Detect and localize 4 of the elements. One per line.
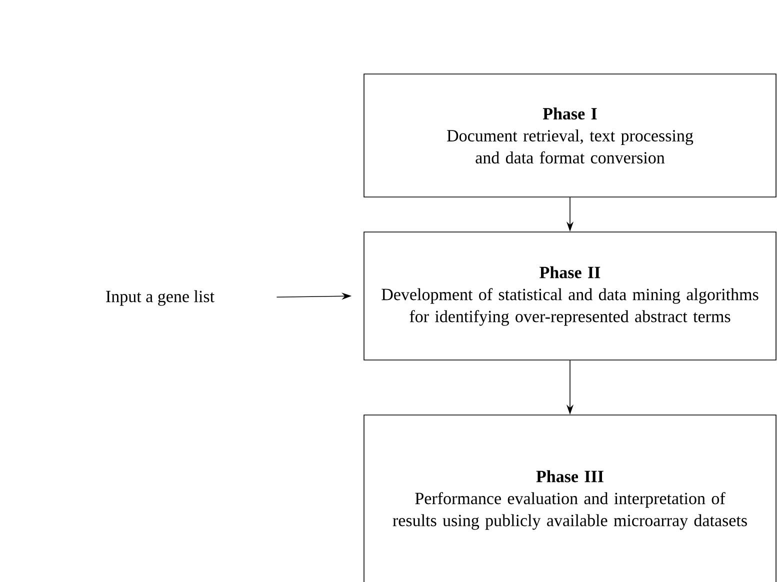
process-box: Phase III Performance evaluation and interpretation of results using publicly available microarray datasets bbox=[364, 414, 776, 582]
input-label: Input a gene list bbox=[106, 290, 214, 306]
process-box: Phase I Document retrieval, text processing and data format conversion bbox=[364, 74, 776, 198]
process-box: Phase II Development of statistical and data mining algorithms for identifying over-represented abstract terms bbox=[364, 232, 776, 360]
